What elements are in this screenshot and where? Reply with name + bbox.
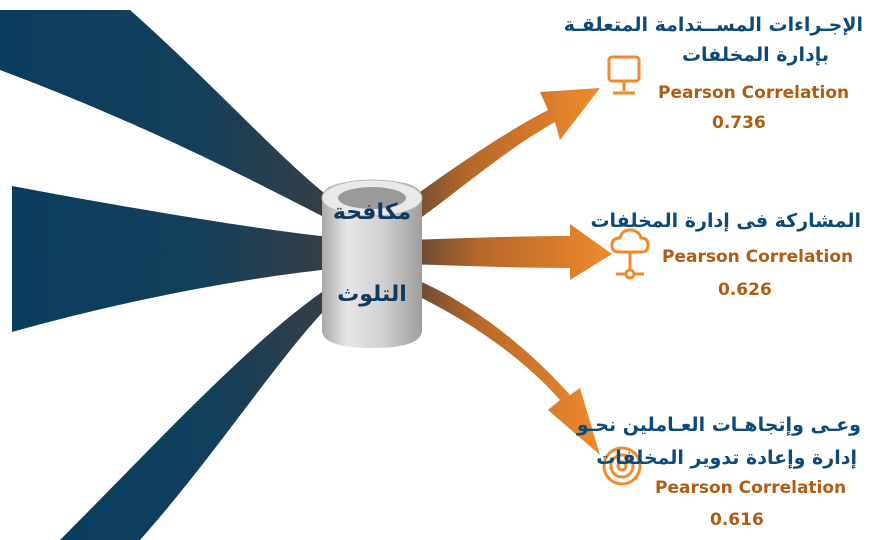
cloud-network-icon (610, 228, 650, 280)
input-stream-top (0, 10, 340, 225)
outcome-1-value: 0.736 (712, 113, 766, 133)
outcome-2-title: المشاركة فى إدارة المخلفات (590, 210, 861, 232)
input-stream-bottom (60, 280, 340, 540)
target-icon (602, 446, 642, 486)
outcome-3-value: 0.616 (710, 510, 764, 530)
outcome-3-title-line2: إدارة وإعادة تدوير المخلفات (596, 447, 857, 469)
outcome-3-title-line1: وعـى وإتجاهـات العـاملين نحـو (576, 414, 861, 436)
center-ring (321, 179, 423, 348)
outcome-2-metric-label: Pearson Correlation (662, 247, 854, 267)
center-label-line2: التلوث (337, 282, 407, 307)
output-arrow-1 (395, 88, 600, 222)
outcome-1-title-line2: بإدارة المخلفات (681, 44, 829, 66)
input-stream-middle (12, 186, 340, 332)
monitor-icon (607, 55, 641, 95)
output-arrow-3 (405, 275, 600, 455)
outcome-2-value: 0.626 (718, 280, 772, 300)
center-label-line1: مكافحة (332, 200, 412, 225)
outcome-1-title-line1: الإجـراءات المســتدامة المتعلقـة (563, 14, 863, 36)
output-arrow-2 (405, 224, 612, 280)
outcome-3-metric-label: Pearson Correlation (655, 478, 847, 498)
outcome-1-metric-label: Pearson Correlation (658, 83, 850, 103)
